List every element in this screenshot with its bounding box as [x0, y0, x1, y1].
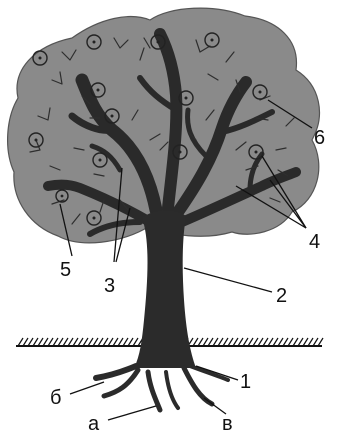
ground-hatch-stroke [243, 338, 248, 346]
ground-hatch-stroke [263, 338, 268, 346]
label-4: 4 [309, 231, 320, 253]
ground-hatch-stroke [88, 338, 93, 346]
label-2: 2 [276, 285, 287, 307]
roots [96, 366, 228, 410]
leader-v [204, 398, 226, 414]
ground-hatch-stroke [38, 338, 43, 346]
ground-hatch-stroke [288, 338, 293, 346]
ground-hatch-stroke [103, 338, 108, 346]
ground-hatch-stroke [33, 338, 38, 346]
ground-hatch-stroke [58, 338, 63, 346]
ground-hatch-stroke [63, 338, 68, 346]
ground-hatch-stroke [298, 338, 303, 346]
ground-hatch-stroke [278, 338, 283, 346]
ground-hatch-stroke [18, 338, 23, 346]
ground-hatch-stroke [123, 338, 128, 346]
label-v: в [222, 413, 233, 435]
ground-hatch-stroke [228, 338, 233, 346]
label-b: б [50, 387, 61, 409]
leader-2 [184, 268, 272, 292]
ground-hatch-stroke [78, 338, 83, 346]
label-1: 1 [240, 371, 251, 393]
ground-hatch-stroke [208, 338, 213, 346]
ground-hatch-stroke [128, 338, 133, 346]
label-6-top: 6 [314, 127, 325, 149]
ground-hatch-stroke [283, 338, 288, 346]
ground-hatch-stroke [248, 338, 253, 346]
ground-hatch-stroke [308, 338, 313, 346]
ground-hatch-stroke [223, 338, 228, 346]
ground-hatch-stroke [203, 338, 208, 346]
ground-hatch-stroke [213, 338, 218, 346]
ground-hatch-stroke [83, 338, 88, 346]
ground-hatch-stroke [218, 338, 223, 346]
ground-hatch-stroke [43, 338, 48, 346]
ground-hatch-stroke [113, 338, 118, 346]
ground-hatch-stroke [193, 338, 198, 346]
ground-hatch-stroke [318, 338, 323, 346]
ground-hatch-stroke [238, 338, 243, 346]
ground-hatch-stroke [133, 338, 138, 346]
label-a: а [88, 413, 100, 435]
ground-hatch-stroke [258, 338, 263, 346]
ground-hatch-stroke [198, 338, 203, 346]
ground-hatch-stroke [108, 338, 113, 346]
label-5: 5 [60, 259, 71, 281]
ground-hatch-stroke [293, 338, 298, 346]
ground-hatch-stroke [73, 338, 78, 346]
ground-hatch-stroke [68, 338, 73, 346]
ground-hatch-stroke [253, 338, 258, 346]
leader-b [70, 382, 104, 394]
ground-hatch-stroke [93, 338, 98, 346]
ground-hatch-stroke [28, 338, 33, 346]
ground-hatch-stroke [303, 338, 308, 346]
ground-hatch-stroke [23, 338, 28, 346]
ground-hatch-stroke [313, 338, 318, 346]
ground-hatch-stroke [53, 338, 58, 346]
ground-hatch-stroke [98, 338, 103, 346]
ground-hatch-stroke [268, 338, 273, 346]
leader-a [108, 406, 156, 420]
ground-hatch-stroke [233, 338, 238, 346]
label-3: 3 [104, 275, 115, 297]
ground-hatch-stroke [48, 338, 53, 346]
ground-hatch-stroke [273, 338, 278, 346]
ground-hatch-stroke [118, 338, 123, 346]
